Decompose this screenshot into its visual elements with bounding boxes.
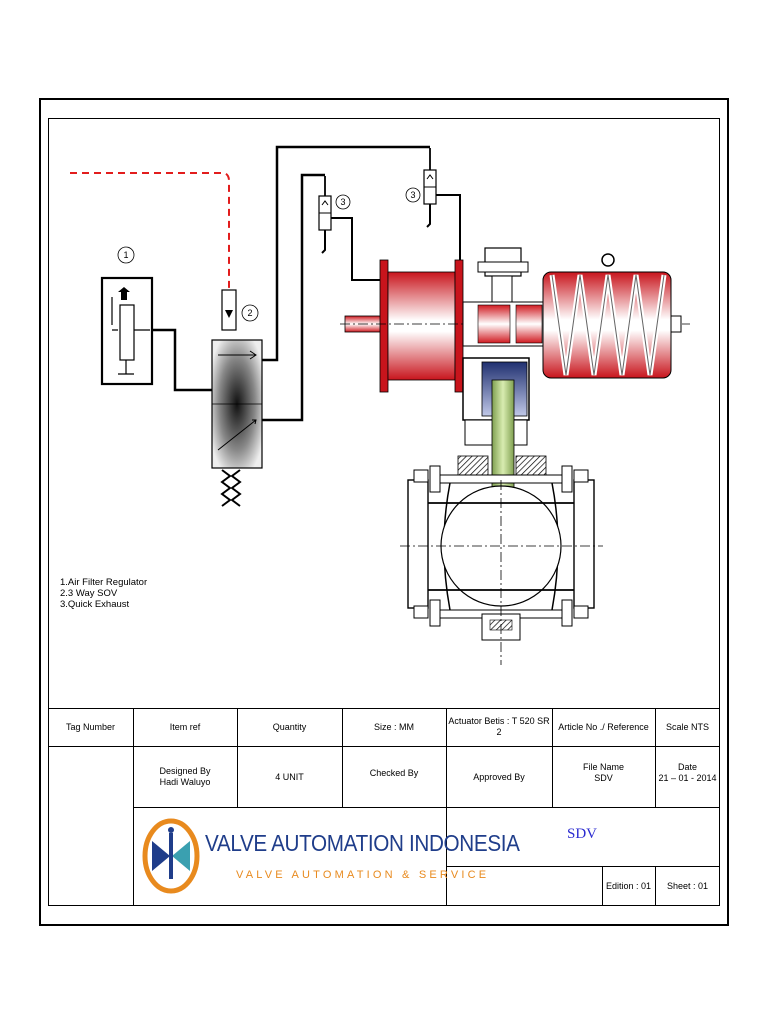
row-divider (133, 807, 720, 808)
col-divider (237, 708, 238, 807)
actuator-label: Actuator Betis : T 520 SR 2 (448, 716, 550, 737)
col-divider (342, 708, 343, 807)
quick-exhaust-1 (318, 176, 380, 281)
quick-exhaust-2 (405, 148, 461, 270)
designed-by: Designed By Hadi Waluyo (159, 766, 211, 787)
legend-item: 2.3 Way SOV (60, 588, 118, 599)
size-label: Size : MM (373, 721, 414, 732)
air-filter-regulator (100, 246, 154, 386)
sheet: Sheet : 01 (666, 880, 709, 891)
callout-2: 2 (247, 307, 253, 318)
col-divider (133, 708, 134, 906)
col-divider (552, 708, 553, 807)
callout-1: 1 (123, 249, 129, 260)
file-name: File Name SDV (582, 762, 624, 783)
drawing-inner-frame (48, 118, 720, 906)
quantity-value: 4 UNIT (275, 771, 304, 782)
edition: Edition : 01 (605, 880, 652, 891)
company-name: VALVE AUTOMATION INDONESIA (205, 830, 520, 856)
tag-number-label: Tag Number (65, 721, 116, 732)
drawing-outer-frame (39, 98, 729, 926)
col-divider (446, 708, 447, 906)
signal-line (70, 172, 230, 290)
article-label: Article No ./ Reference (558, 721, 649, 732)
callout-3a: 3 (340, 196, 346, 207)
title-block-top (48, 708, 720, 709)
scale-label: Scale NTS (665, 721, 709, 732)
approved-by: Approved By (473, 771, 525, 782)
document-title: SDV (566, 826, 597, 842)
col-divider (655, 708, 656, 807)
component-legend: 1.Air Filter Regulator 2.3 Way SOV 3.Qui… (60, 577, 147, 610)
col-divider (602, 866, 603, 906)
date: Date 21 – 01 - 2014 (658, 762, 717, 783)
legend-item: 1.Air Filter Regulator (60, 577, 148, 588)
row-divider (446, 866, 720, 867)
item-ref-label: Item ref (169, 721, 201, 732)
quantity-label: Quantity (272, 721, 307, 732)
ball-valve (400, 379, 603, 665)
company-tagline: VALVE AUTOMATION & SERVICE (236, 869, 490, 881)
legend-item: 3.Quick Exhaust (60, 599, 130, 610)
row-divider (48, 746, 720, 747)
three-way-sov (211, 289, 263, 507)
company-logo (142, 818, 200, 894)
col-divider (655, 866, 656, 906)
checked-by: Checked By (369, 767, 419, 778)
actuator (340, 247, 690, 446)
callout-3b: 3 (410, 189, 416, 200)
